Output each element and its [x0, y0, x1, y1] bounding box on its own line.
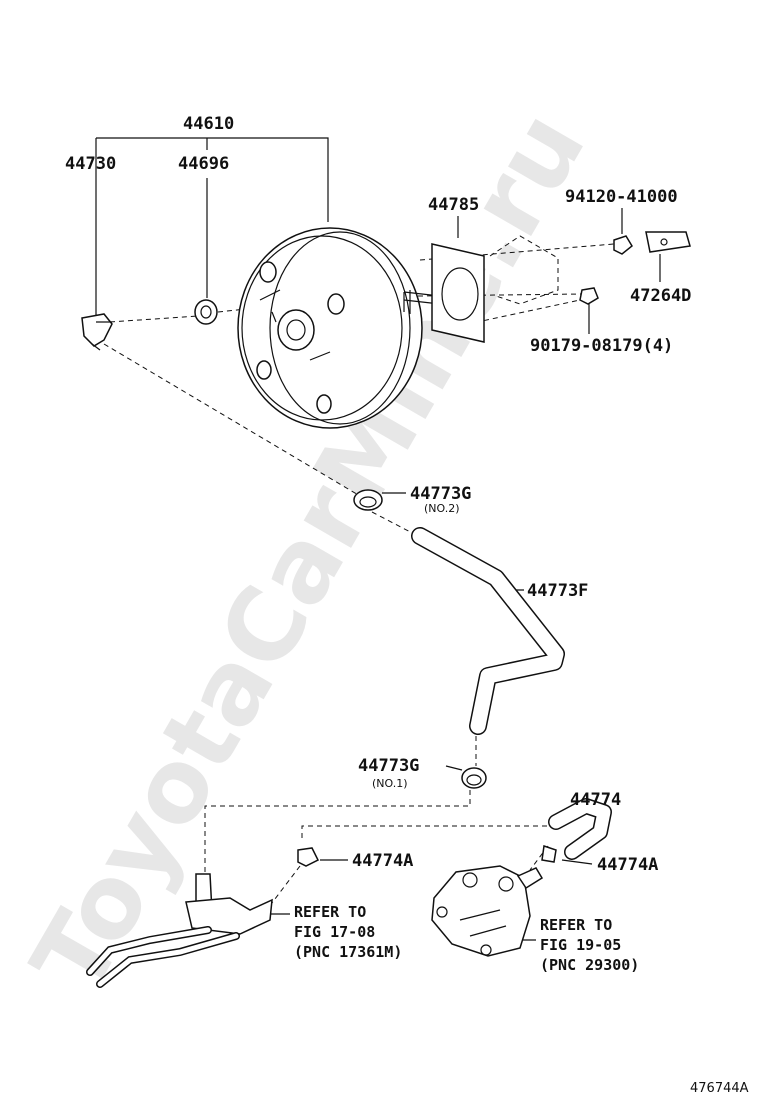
refer-note-right-line3: (PNC 29300): [540, 956, 639, 974]
part-number-44730: 44730: [65, 154, 116, 174]
refer-note-left-line1: REFER TO: [294, 903, 366, 921]
hose-clamp-left: [297, 847, 320, 867]
part-qualifier-no2: (NO.2): [424, 502, 460, 515]
part-number-44696: 44696: [178, 154, 229, 174]
fuel-pipe-assembly: [86, 873, 273, 988]
part-number-44774a-left: 44774A: [352, 851, 413, 871]
nut: [613, 235, 633, 255]
part-number-90179-08179: 90179-08179(4): [530, 336, 673, 356]
brake-booster: [237, 227, 441, 429]
refer-note-left-line2: FIG 17-08: [294, 923, 375, 941]
part-number-44773g-no1: 44773G: [358, 756, 419, 776]
grommet: [194, 299, 218, 325]
clevis: [645, 231, 691, 253]
hose-clamp-no2: [353, 489, 383, 511]
part-number-44785: 44785: [428, 195, 479, 215]
part-number-44773g-no2: 44773G: [410, 484, 471, 504]
gasket: [431, 243, 485, 343]
part-qualifier-no1: (NO.1): [372, 777, 408, 790]
part-number-44610: 44610: [183, 114, 234, 134]
hose-clamp-no1: [461, 767, 487, 789]
vacuum-pump: [431, 865, 544, 957]
part-number-44774a-right: 44774A: [597, 855, 658, 875]
refer-note-right-line1: REFER TO: [540, 916, 612, 934]
part-number-44773f: 44773F: [527, 581, 588, 601]
part-number-94120-41000: 94120-41000: [565, 187, 678, 207]
refer-note-right-line2: FIG 19-05: [540, 936, 621, 954]
part-number-47264d: 47264D: [630, 286, 691, 306]
refer-note-left-line3: (PNC 17361M): [294, 943, 402, 961]
check-valve: [81, 313, 113, 351]
part-number-44774: 44774: [570, 790, 621, 810]
figure-id: 476744A: [690, 1081, 749, 1096]
hose-clamp-right: [541, 845, 557, 863]
nut: [579, 287, 599, 305]
